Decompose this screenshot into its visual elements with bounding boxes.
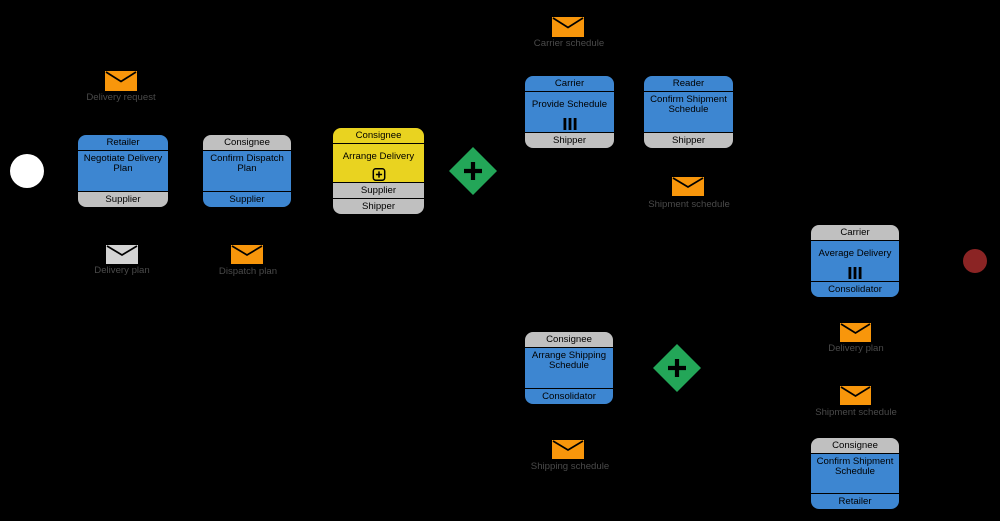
participant-band: Consolidator — [525, 388, 613, 404]
message-label: Shipment schedule — [648, 199, 730, 210]
message-label: Delivery plan — [94, 265, 150, 276]
participant-band: Retailer — [78, 135, 168, 151]
message-label: Delivery plan — [828, 343, 884, 354]
multi-instance-marker-icon — [563, 118, 576, 130]
participant-band-label: Carrier — [554, 78, 585, 89]
task-name: Confirm Shipment Schedule — [650, 93, 727, 115]
task-negotiate-delivery-plan[interactable]: Retailer Negotiate Delivery Plan Supplie… — [78, 135, 168, 207]
participant-band: Retailer — [811, 493, 899, 509]
task-body: Provide Schedule — [525, 92, 614, 132]
task-name: Arrange Shipping Schedule — [531, 349, 607, 371]
participant-band-label: Consignee — [224, 137, 270, 148]
parallel-gateway-2[interactable] — [652, 343, 702, 393]
participant-band: Carrier — [525, 76, 614, 92]
participant-band: Consignee — [811, 438, 899, 454]
participant-band: Supplier — [333, 182, 424, 198]
message-envelope-icon[interactable] — [672, 177, 704, 196]
message-label: Shipping schedule — [530, 461, 610, 472]
participant-band: Consignee — [333, 128, 424, 144]
participant-band: Consolidator — [811, 281, 899, 297]
participant-band: Consignee — [203, 135, 291, 151]
participant-band-label: Shipper — [552, 135, 587, 146]
message-envelope-icon[interactable] — [840, 323, 871, 342]
message-envelope-icon[interactable] — [840, 386, 871, 405]
message-label: Delivery request — [86, 92, 156, 103]
start-event[interactable] — [10, 154, 44, 188]
message-envelope-icon[interactable] — [552, 440, 584, 459]
participant-band-label: Supplier — [105, 194, 141, 205]
multi-instance-marker-icon — [848, 267, 862, 279]
participant-band: Consignee — [525, 332, 613, 348]
task-body: Confirm Dispatch Plan — [203, 151, 291, 191]
task-provide-schedule[interactable]: Carrier Provide Schedule Shipper — [525, 76, 614, 148]
participant-band: Shipper — [525, 132, 614, 148]
participant-band-label: Shipper — [361, 201, 396, 212]
task-confirm-dispatch-plan[interactable]: Consignee Confirm Dispatch Plan Supplier — [203, 135, 291, 207]
task-name: Confirm Shipment Schedule — [816, 455, 894, 477]
task-confirm-shipment-schedule-bottom[interactable]: Consignee Confirm Shipment Schedule Reta… — [811, 438, 899, 509]
task-confirm-shipment-schedule-top[interactable]: Reader Confirm Shipment Schedule Shipper — [644, 76, 733, 148]
task-name: Confirm Dispatch Plan — [210, 152, 284, 174]
message-label: Shipment schedule — [815, 407, 897, 418]
participant-band-label: Consolidator — [542, 391, 596, 402]
task-body: Average Delivery — [811, 241, 899, 281]
participant-band-label: Reader — [672, 78, 705, 89]
participant-band-label: Carrier — [840, 227, 870, 238]
end-event[interactable] — [963, 249, 987, 273]
participant-band: Supplier — [203, 191, 291, 207]
message-label: Carrier schedule — [533, 38, 605, 49]
participant-band: Shipper — [644, 132, 733, 148]
task-body: Arrange Shipping Schedule — [525, 348, 613, 388]
participant-band-label: Consignee — [546, 334, 592, 345]
participant-band-label: Consignee — [355, 130, 402, 141]
participant-band: Supplier — [78, 191, 168, 207]
participant-band-label: Supplier — [360, 185, 397, 196]
participant-band: Carrier — [811, 225, 899, 241]
task-arrange-shipping-schedule[interactable]: Consignee Arrange Shipping Schedule Cons… — [525, 332, 613, 404]
participant-band-label: Retailer — [838, 496, 872, 507]
task-name: Average Delivery — [818, 247, 892, 259]
task-body: Arrange Delivery — [333, 144, 424, 182]
participant-band-label: Supplier — [229, 194, 265, 205]
subprocess-marker-icon — [372, 168, 385, 181]
participant-band-label: Consolidator — [828, 284, 882, 295]
parallel-gateway-1[interactable] — [448, 146, 498, 196]
message-envelope-icon[interactable] — [231, 245, 263, 264]
participant-band: Reader — [644, 76, 733, 92]
task-body: Confirm Shipment Schedule — [811, 454, 899, 493]
participant-band-label: Shipper — [671, 135, 706, 146]
message-envelope-icon[interactable] — [105, 71, 137, 91]
task-average-delivery[interactable]: Carrier Average Delivery Consolidator — [811, 225, 899, 297]
message-envelope-icon[interactable] — [552, 17, 584, 37]
task-name: Provide Schedule — [531, 98, 608, 110]
message-label: Dispatch plan — [218, 266, 278, 277]
task-arrange-delivery[interactable]: Consignee Arrange Delivery Supplier Ship… — [333, 128, 424, 214]
task-name: Arrange Delivery — [342, 150, 415, 162]
message-envelope-icon[interactable] — [106, 245, 138, 264]
task-body: Negotiate Delivery Plan — [78, 151, 168, 191]
task-name: Negotiate Delivery Plan — [83, 152, 163, 174]
participant-band-label: Consignee — [832, 440, 878, 451]
task-body: Confirm Shipment Schedule — [644, 92, 733, 132]
participant-band: Shipper — [333, 198, 424, 214]
participant-band-label: Retailer — [106, 137, 140, 148]
